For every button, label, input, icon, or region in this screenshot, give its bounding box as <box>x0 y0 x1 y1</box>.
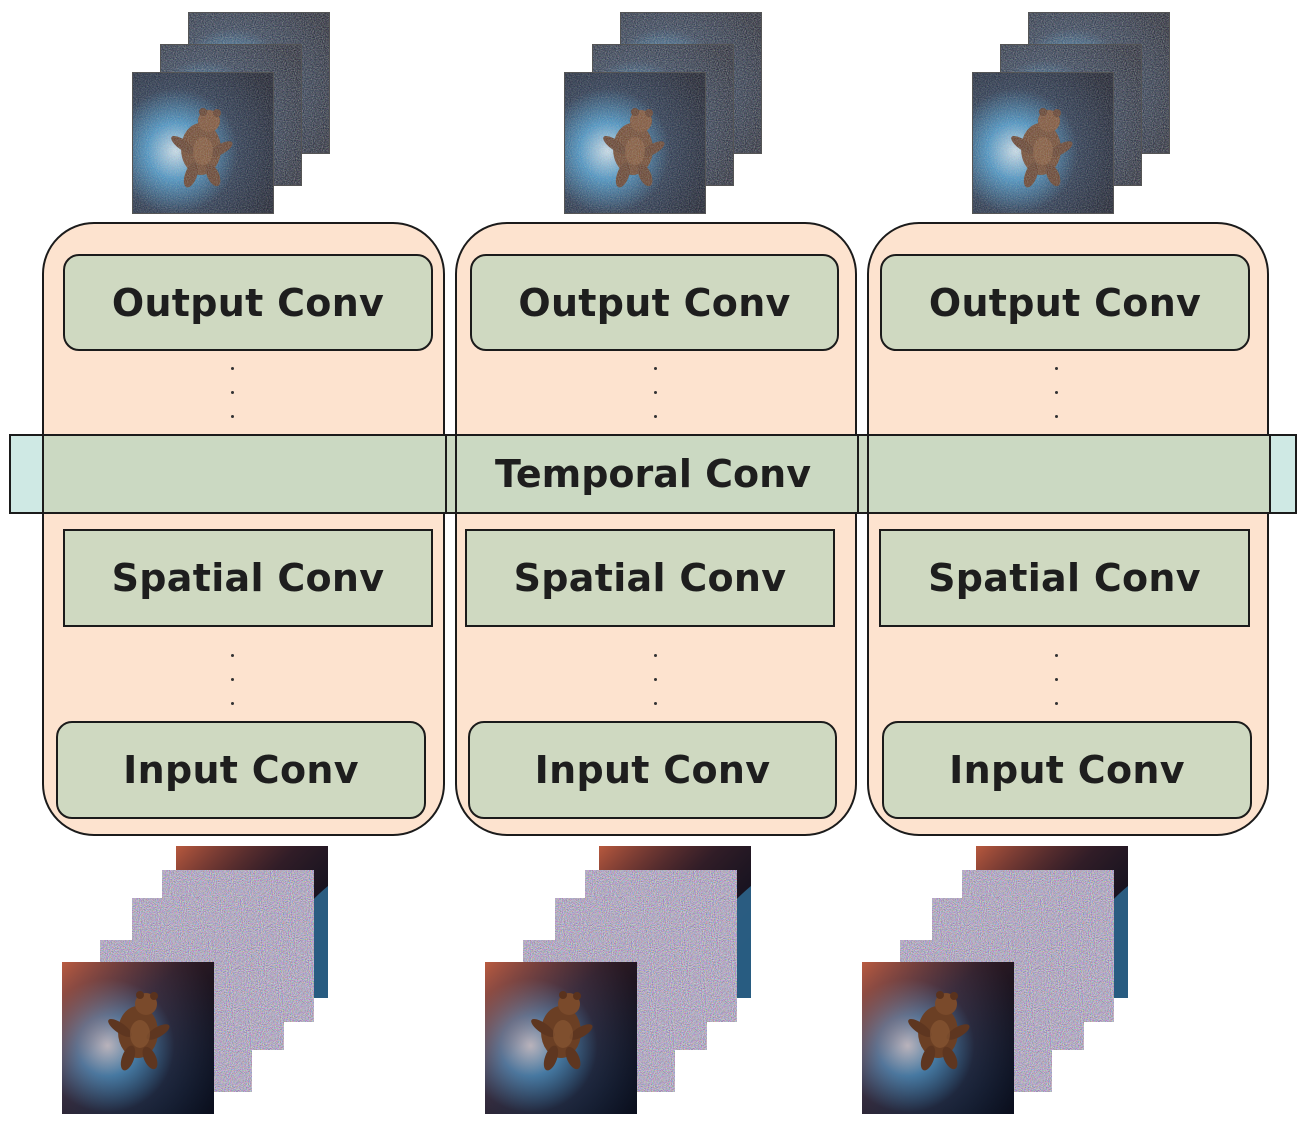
input-conv-block: Input Conv <box>882 721 1252 819</box>
bear-in-space-frame <box>862 962 1014 1114</box>
temporal-conv-band: Temporal Conv <box>9 434 1297 514</box>
temporal-edge-right <box>1269 436 1295 512</box>
column-divider <box>455 434 457 514</box>
column-divider <box>445 434 447 514</box>
ellipsis-dots <box>231 367 237 439</box>
ellipsis-dots <box>654 367 660 439</box>
temporal-edge-left <box>11 436 44 512</box>
output-conv-block: Output Conv <box>63 254 433 351</box>
bear-in-space-frame <box>62 962 214 1114</box>
column-divider <box>867 434 869 514</box>
ellipsis-dots <box>1055 367 1061 439</box>
noisy-bear-frame <box>564 72 706 214</box>
output-conv-block: Output Conv <box>470 254 839 351</box>
ellipsis-dots <box>654 654 660 726</box>
spatial-conv-block: Spatial Conv <box>465 529 835 627</box>
input-conv-block: Input Conv <box>468 721 837 819</box>
ellipsis-dots <box>1055 654 1061 726</box>
noisy-bear-frame <box>132 72 274 214</box>
spatial-conv-block: Spatial Conv <box>879 529 1250 627</box>
ellipsis-dots <box>231 654 237 726</box>
column-divider <box>857 434 859 514</box>
column-divider <box>42 434 44 514</box>
output-conv-block: Output Conv <box>880 254 1250 351</box>
noisy-bear-frame <box>972 72 1114 214</box>
column-divider <box>1269 434 1271 514</box>
spatial-conv-block: Spatial Conv <box>63 529 433 627</box>
temporal-conv-label: Temporal Conv <box>494 452 811 496</box>
bear-in-space-frame <box>485 962 637 1114</box>
input-conv-block: Input Conv <box>56 721 426 819</box>
